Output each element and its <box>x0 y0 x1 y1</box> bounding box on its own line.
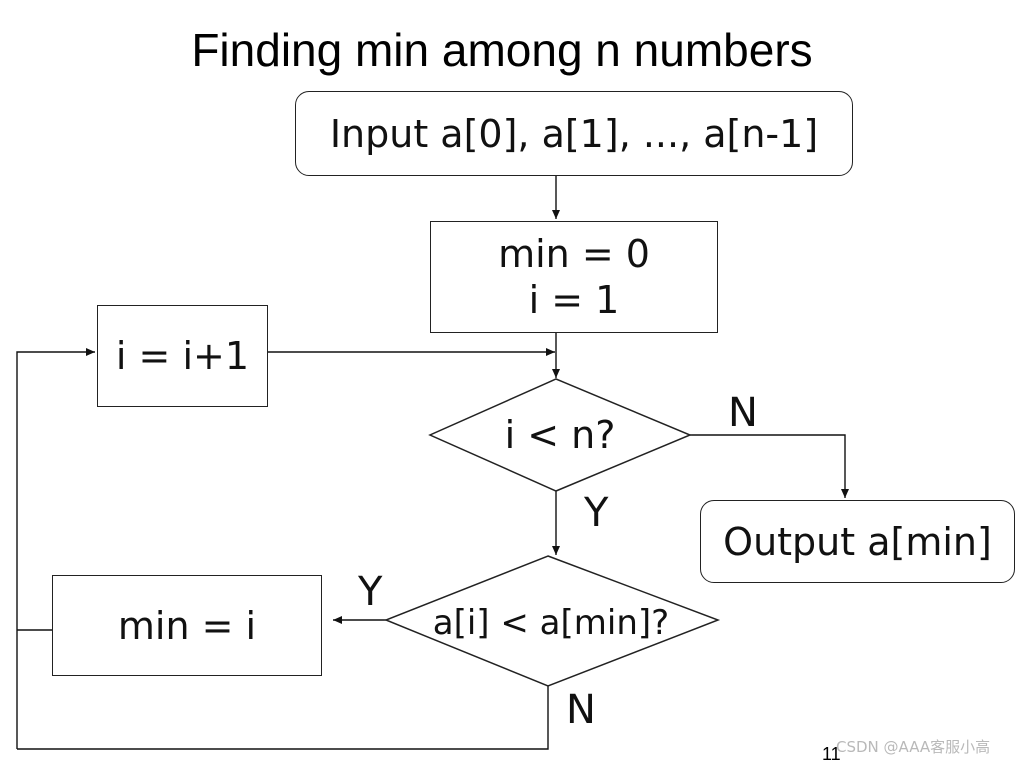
assign-node: min = i <box>52 575 322 676</box>
page-number: 11 <box>822 744 841 764</box>
output-node: Output a[min] <box>700 500 1015 583</box>
page-title: Finding min among n numbers <box>191 24 813 76</box>
input-node-label: Input a[0], a[1], ..., a[n-1] <box>329 111 819 156</box>
compare-yes-label: Y <box>358 569 383 615</box>
output-node-label: Output a[min] <box>723 519 992 564</box>
line-compare-no-to-rail <box>17 686 549 750</box>
increment-node: i = i+1 <box>97 305 268 407</box>
compare-label: a[i] < a[min]? <box>432 603 670 643</box>
init-node: min = 0 i = 1 <box>430 221 718 333</box>
input-node: Input a[0], a[1], ..., a[n-1] <box>295 91 853 176</box>
arrow-rail-to-increment <box>16 348 95 749</box>
condition-yes-label: Y <box>584 490 609 536</box>
condition-no-label: N <box>728 390 758 436</box>
arrow-condition-no-to-output <box>690 434 849 498</box>
watermark: CSDN @AAA客服小高 <box>836 738 991 756</box>
compare-diamond <box>383 555 721 687</box>
init-min-label: min = 0 <box>498 232 650 276</box>
compare-no-label: N <box>566 687 596 733</box>
increment-node-label: i = i+1 <box>115 334 250 378</box>
condition-label: i < n? <box>504 413 616 457</box>
init-i-label: i = 1 <box>528 278 620 322</box>
condition-diamond <box>428 378 692 492</box>
assign-node-label: min = i <box>117 603 257 648</box>
